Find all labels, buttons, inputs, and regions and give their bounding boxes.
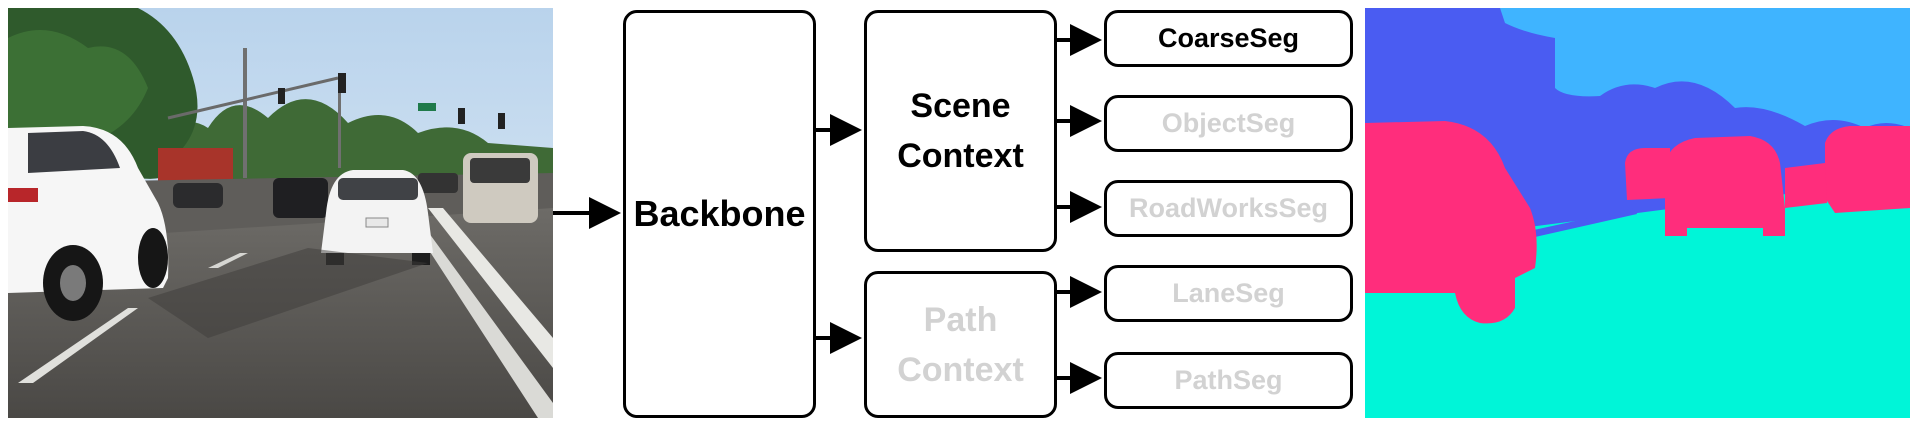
head-coarseseg-label: CoarseSeg — [1157, 23, 1300, 53]
scene-context-label: Scene Context — [897, 87, 1024, 175]
head-roadworksseg-label: RoadWorksSeg — [1128, 193, 1329, 223]
head-laneseg-label: LaneSeg — [1172, 278, 1285, 308]
seg-sky-region — [1500, 8, 1910, 128]
scene-context-block: Scene Context — [864, 10, 1057, 252]
seg-vehicle-center — [1665, 136, 1785, 228]
input-camera-image — [8, 8, 553, 418]
head-coarseseg: CoarseSeg — [1104, 10, 1353, 67]
head-objectseg: ObjectSeg — [1104, 95, 1353, 152]
backbone-label: Backbone — [633, 193, 806, 234]
segmentation-output-image — [1365, 8, 1910, 418]
head-pathseg: PathSeg — [1104, 352, 1353, 409]
seg-vehicle-left — [1365, 121, 1537, 324]
path-context-label: Path Context — [897, 300, 1024, 389]
backbone-block: Backbone — [623, 10, 816, 418]
path-context-block: Path Context — [864, 271, 1057, 418]
head-laneseg: LaneSeg — [1104, 265, 1353, 322]
head-roadworksseg: RoadWorksSeg — [1104, 180, 1353, 237]
head-objectseg-label: ObjectSeg — [1161, 108, 1296, 138]
seg-vehicle-right — [1825, 126, 1910, 213]
head-pathseg-label: PathSeg — [1174, 365, 1283, 395]
